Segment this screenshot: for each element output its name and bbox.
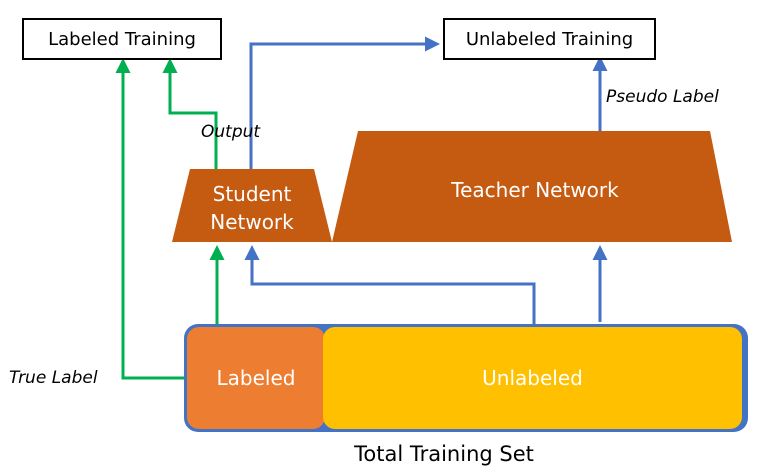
- unlabeled-training-label: Unlabeled Training: [465, 28, 634, 50]
- true-label-arrow: [115, 58, 184, 380]
- labeled-training-box: Labeled Training: [22, 18, 222, 60]
- student-network-label: Student Network: [190, 180, 314, 236]
- student-network-shape: [172, 169, 332, 242]
- student-network-line-1: Student: [212, 182, 292, 206]
- teacher-network-label: Teacher Network: [451, 178, 619, 202]
- labeled-training-label: Labeled Training: [48, 28, 196, 50]
- unlabeled-block-label: Unlabeled: [482, 366, 583, 390]
- teacher-network-shape: [332, 131, 732, 242]
- total-training-set-caption: Total Training Set: [354, 442, 534, 466]
- unlabeled-block: [323, 327, 742, 429]
- student-output-to-unlabeled-training-arrow: [249, 36, 440, 169]
- unlabeled-training-box: Unlabeled Training: [443, 18, 656, 60]
- true-label-label: True Label: [9, 368, 98, 388]
- labeled-block: [187, 327, 325, 429]
- pseudo-label-label: Pseudo Label: [606, 87, 719, 107]
- student-output-to-labeled-training-arrow: [162, 58, 218, 169]
- unlabeled-to-student-arrow: [244, 245, 536, 324]
- student-network-line-2: Network: [210, 210, 294, 234]
- labeled-block-label: Labeled: [216, 366, 296, 390]
- output-label: Output: [201, 122, 261, 142]
